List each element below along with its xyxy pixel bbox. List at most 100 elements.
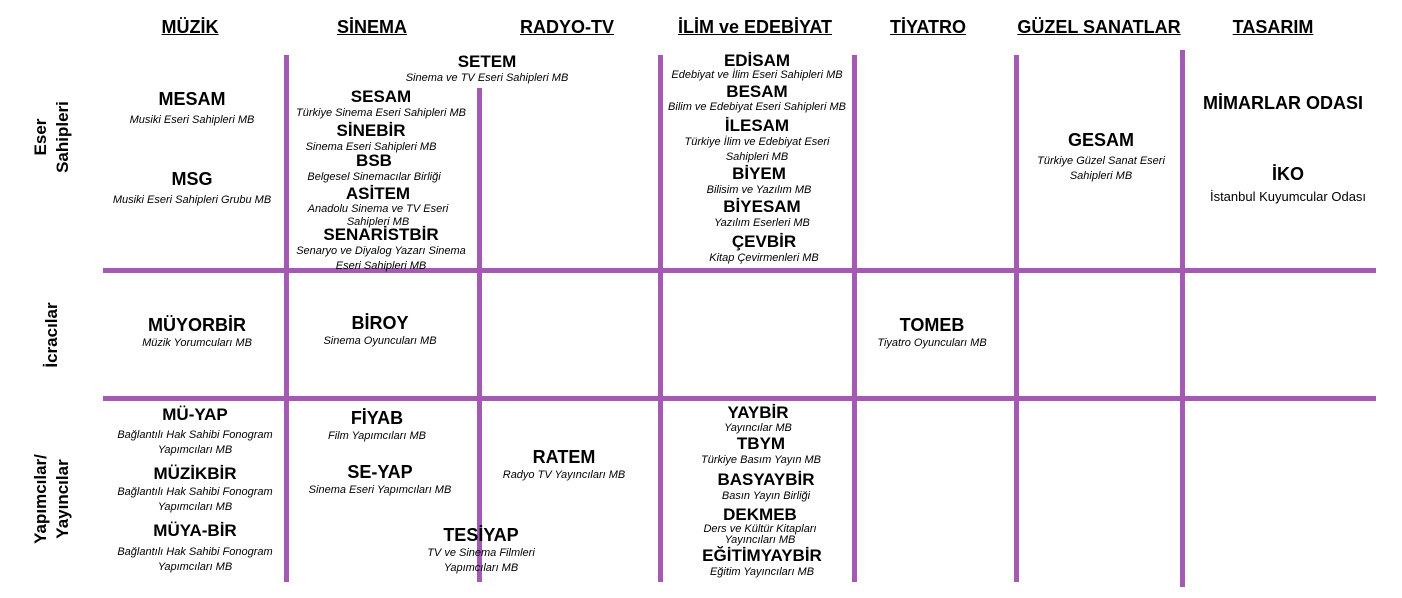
org-name: SE-YAP xyxy=(347,462,413,482)
org-ilesam: İLESAM Türkiye İlim ve Edebiyat Eseri Sa… xyxy=(672,116,842,165)
org-name: SETEM xyxy=(457,52,517,71)
column-header-tasarim: TASARIM xyxy=(1232,17,1314,37)
org-yaybir: YAYBİR Yayıncılar MB xyxy=(673,403,843,434)
org-name: MÜZİKBİR xyxy=(153,464,237,483)
org-tesiyap: TESİYAP TV ve Sinema Filmleri Yapımcılar… xyxy=(406,524,556,576)
org-mu-yap: MÜ-YAP Bağlantılı Hak Sahibi Fonogram Ya… xyxy=(106,405,284,458)
org-name: BİYEM xyxy=(732,164,786,183)
org-desc: Türkiye Basım Yayın MB xyxy=(700,454,822,466)
org-besam: BESAM Bilim ve Edebiyat Eseri Sahipleri … xyxy=(661,82,853,113)
org-name: BİROY xyxy=(351,313,409,333)
org-sesam: SESAM Türkiye Sinema Eseri Sahipleri MB xyxy=(285,87,477,121)
org-desc: Film Yapımcıları MB xyxy=(328,430,426,442)
org-muyorbir: MÜYORBİR Müzik Yorumcuları MB xyxy=(107,314,287,351)
org-name: SESAM xyxy=(350,87,412,106)
org-name: SİNEBİR xyxy=(336,121,406,140)
column-header-tiyatro: TİYATRO xyxy=(889,17,967,37)
org-desc: Senaryo ve Diyalog Yazarı Sinema Eseri S… xyxy=(296,245,466,272)
org-cevbir: ÇEVBİR Kitap Çevirmenleri MB xyxy=(679,232,849,266)
column-header-ilim-edebiyat: İLİM ve EDEBİYAT xyxy=(677,17,833,37)
org-biyesam: BİYESAM Yazılım Eserleri MB xyxy=(677,197,847,231)
org-desc: Yayıncılar MB xyxy=(724,422,792,434)
org-setem: SETEM Sinema ve TV Eseri Sahipleri MB xyxy=(377,52,597,86)
org-tomeb: TOMEB Tiyatro Oyuncuları MB xyxy=(857,314,1007,351)
grid-line-vertical xyxy=(658,55,663,582)
org-desc: Bağlantılı Hak Sahibi Fonogram Yapımcıla… xyxy=(117,546,273,573)
org-name: BESAM xyxy=(726,82,788,101)
org-name: SENARİSTBİR xyxy=(323,225,439,244)
org-desc: Türkiye Sinema Eseri Sahipleri MB xyxy=(296,107,466,119)
column-header-sinema: SİNEMA xyxy=(336,17,408,37)
org-name: TOMEB xyxy=(899,315,965,335)
org-desc: Ders ve Kültür Kitapları Yayıncıları MB xyxy=(703,523,817,546)
grid-line-vertical xyxy=(1180,50,1185,587)
org-edisam: EDİSAM Edebiyat ve İlim Eseri Sahipleri … xyxy=(661,51,853,81)
org-desc: Türkiye Güzel Sanat Eseri Sahipleri MB xyxy=(1037,155,1165,182)
org-desc: Musiki Eseri Sahipleri MB xyxy=(129,114,255,126)
org-name: FİYAB xyxy=(350,408,404,428)
org-name: EDİSAM xyxy=(723,51,791,70)
org-se-yap: SE-YAP Sinema Eseri Yapımcıları MB xyxy=(290,461,470,498)
org-name: MESAM xyxy=(158,89,226,109)
org-desc: Eğitim Yayıncıları MB xyxy=(709,566,815,578)
org-sinebir: SİNEBİR Sinema Eseri Sahipleri MB xyxy=(281,121,461,155)
org-name: ÇEVBİR xyxy=(731,232,797,251)
grid-line-vertical xyxy=(477,88,482,582)
org-name: MİMARLAR ODASI xyxy=(1203,93,1363,113)
org-desc: Sinema Oyuncuları MB xyxy=(323,335,437,347)
org-desc: İstanbul Kuyumcular Odası xyxy=(1209,189,1367,204)
org-desc: Sinema Eseri Yapımcıları MB xyxy=(308,484,452,496)
org-biroy: BİROY Sinema Oyuncuları MB xyxy=(290,312,470,349)
org-mimarlar-odasi: MİMARLAR ODASI xyxy=(1188,92,1378,114)
org-desc: Müzik Yorumcuları MB xyxy=(142,337,252,349)
org-desc: Tiyatro Oyuncuları MB xyxy=(877,337,987,349)
org-egitimyaybir: EĞİTİMYAYBİR Eğitim Yayıncıları MB xyxy=(677,546,847,580)
org-name: TESİYAP xyxy=(443,525,519,545)
org-name: TBYM xyxy=(736,434,786,453)
org-iko: İKO İstanbul Kuyumcular Odası xyxy=(1193,163,1383,204)
org-desc: Kitap Çevirmenleri MB xyxy=(709,252,819,264)
org-desc: Edebiyat ve İlim Eseri Sahipleri MB xyxy=(671,69,843,81)
org-desc: Belgesel Sinemacılar Birliği xyxy=(307,171,441,183)
grid-line-vertical xyxy=(852,55,857,582)
org-bsb: BSB Belgesel Sinemacılar Birliği xyxy=(284,151,464,185)
org-dekmeb: DEKMEB Ders ve Kültür Kitapları Yayıncıl… xyxy=(685,505,835,546)
org-desc: Türkiye İlim ve Edebiyat Eseri Sahipleri… xyxy=(684,136,830,163)
org-name: MSG xyxy=(171,169,213,189)
org-desc: Sinema ve TV Eseri Sahipleri MB xyxy=(405,72,569,84)
grid-line-horizontal xyxy=(103,396,1376,401)
org-tbym: TBYM Türkiye Basım Yayın MB xyxy=(676,434,846,468)
org-name: MÜ-YAP xyxy=(162,405,228,424)
org-basyaybir: BASYAYBİR Basın Yayın Birliği xyxy=(681,470,851,504)
org-name: BASYAYBİR xyxy=(717,470,815,489)
org-desc: Bilim ve Edebiyat Eseri Sahipleri MB xyxy=(668,101,846,113)
org-desc: Bağlantılı Hak Sahibi Fonogram Yapımcıla… xyxy=(117,486,273,513)
column-header-radyo-tv: RADYO-TV xyxy=(520,17,614,37)
org-name: İKO xyxy=(1271,164,1304,184)
org-name: MÜYORBİR xyxy=(148,315,246,335)
org-desc: Musiki Eseri Sahipleri Grubu MB xyxy=(112,194,272,206)
org-muzikbir: MÜZİKBİR Bağlantılı Hak Sahibi Fonogram … xyxy=(106,464,284,515)
org-name: DEKMEB xyxy=(723,505,797,524)
org-desc: Anadolu Sinema ve TV Eseri Sahipleri MB xyxy=(307,203,449,228)
org-desc: Bilisim ve Yazılım MB xyxy=(706,184,812,196)
column-header-guzel-sanatlar: GÜZEL SANATLAR xyxy=(1017,17,1181,37)
org-name: EĞİTİMYAYBİR xyxy=(702,546,822,565)
row-label-yapimcilar-yayincilar: Yapımcılar/ Yayıncılar xyxy=(31,454,72,544)
org-fiyab: FİYAB Film Yapımcıları MB xyxy=(287,407,467,444)
org-name: BSB xyxy=(356,151,392,170)
org-name: RATEM xyxy=(532,447,596,467)
org-name: BİYESAM xyxy=(723,197,801,216)
org-name: MÜYA-BİR xyxy=(153,521,237,540)
org-desc: Sinema Eseri Sahipleri MB xyxy=(305,141,437,153)
org-ratem: RATEM Radyo TV Yayıncıları MB xyxy=(479,446,649,483)
org-desc: Bağlantılı Hak Sahibi Fonogram Yapımcıla… xyxy=(117,429,273,456)
org-asitem: ASİTEM Anadolu Sinema ve TV Eseri Sahipl… xyxy=(298,184,458,229)
column-header-muzik: MÜZİK xyxy=(161,17,219,37)
row-label-eser-sahipleri: Eser Sahipleri xyxy=(31,101,72,173)
org-muya-bir: MÜYA-BİR Bağlantılı Hak Sahibi Fonogram … xyxy=(106,521,284,575)
org-gesam: GESAM Türkiye Güzel Sanat Eseri Sahipler… xyxy=(1026,129,1176,184)
org-mesam: MESAM Musiki Eseri Sahipleri MB xyxy=(102,88,282,128)
row-label-icracilar: İcracılar xyxy=(42,302,61,368)
org-name: İLESAM xyxy=(724,116,790,135)
